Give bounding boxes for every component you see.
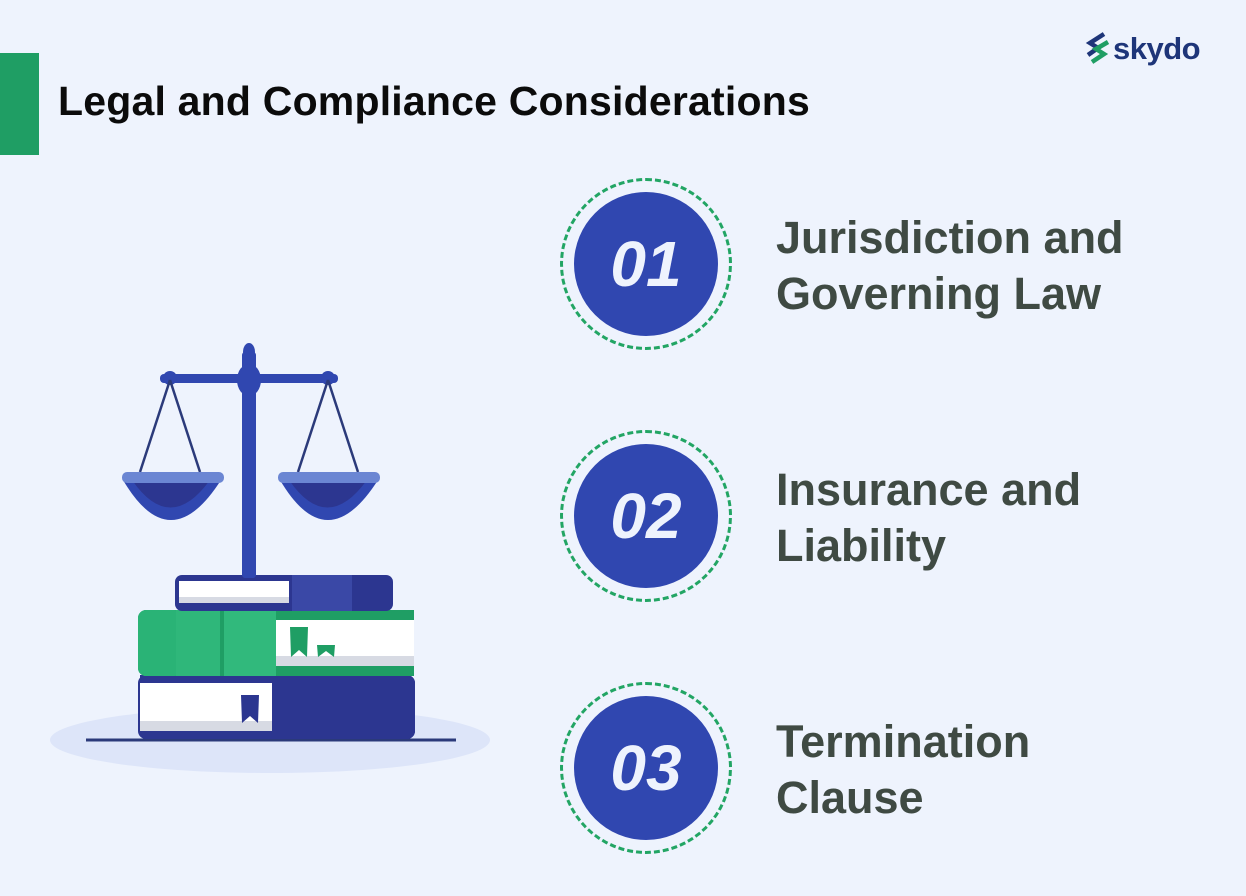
skydo-logo: skydo xyxy=(1084,28,1201,68)
step-3-number: 03 xyxy=(610,732,682,804)
title-accent-bar xyxy=(0,53,39,155)
step-1-label: Jurisdiction and Governing Law xyxy=(776,210,1196,322)
scales-of-justice-on-books-icon xyxy=(50,343,490,773)
step-2-label: Insurance and Liability xyxy=(776,462,1196,574)
step-2-label-line-2: Liability xyxy=(776,520,947,571)
step-3-label-line-1: Termination xyxy=(776,716,1031,767)
step-1-badge: 01 xyxy=(574,192,718,336)
logo-wordmark: skydo xyxy=(1113,30,1201,66)
skydo-logo-icon xyxy=(1085,32,1110,64)
step-2: 02 Insurance and Liability xyxy=(558,428,1198,604)
step-2-label-line-1: Insurance and xyxy=(776,464,1082,515)
step-3-label: Termination Clause xyxy=(776,714,1196,826)
step-3-ring xyxy=(560,682,732,854)
step-1-label-line-1: Jurisdiction and xyxy=(776,212,1124,263)
step-1-label-line-2: Governing Law xyxy=(776,268,1102,319)
step-1: 01 Jurisdiction and Governing Law xyxy=(558,176,1198,352)
step-2-ring xyxy=(560,430,732,602)
step-2-number: 02 xyxy=(610,480,682,552)
step-3-badge: 03 xyxy=(574,696,718,840)
step-3: 03 Termination Clause xyxy=(558,680,1198,856)
step-2-badge: 02 xyxy=(574,444,718,588)
page-title: Legal and Compliance Considerations xyxy=(58,78,810,124)
step-1-ring xyxy=(560,178,732,350)
step-3-label-line-2: Clause xyxy=(776,772,924,823)
step-1-number: 01 xyxy=(610,228,682,300)
